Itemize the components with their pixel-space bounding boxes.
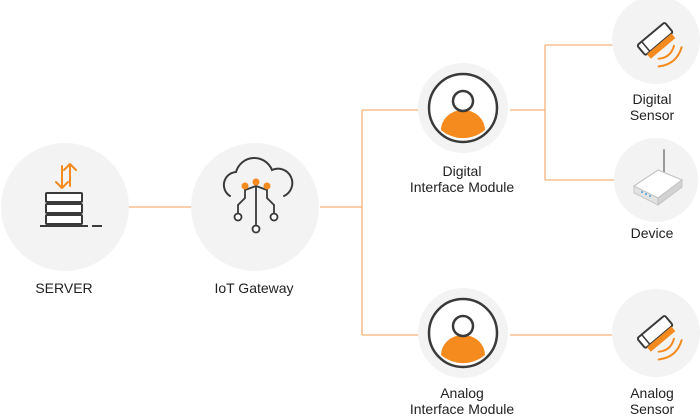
digital-sensor-node: [612, 0, 700, 84]
analog-module-label: Analog Interface Module: [392, 385, 532, 417]
connectors: [128, 44, 618, 336]
sensor-icon: [636, 315, 683, 361]
user-icon: [427, 297, 499, 369]
gateway-circle: [191, 143, 319, 271]
gateway-node: [191, 143, 319, 271]
sensor-icon: [636, 22, 683, 68]
digital-module-node: [418, 63, 508, 153]
server-node: [1, 143, 129, 271]
analog-sensor-label: Analog Sensor: [612, 385, 692, 417]
digital-sensor-label: Digital Sensor: [612, 91, 692, 123]
device-label: Device: [630, 225, 674, 241]
router-icon: [632, 149, 684, 206]
gateway-label: IoT Gateway: [214, 280, 294, 296]
analog-module-node: [418, 288, 508, 378]
digital-module-label-line2: Interface Module: [409, 179, 515, 195]
analog-sensor-node: [612, 289, 700, 377]
analog-module-label-line1: Analog: [440, 385, 484, 401]
digital-sensor-label-line2: Sensor: [629, 107, 675, 123]
analog-sensor-label-line2: Sensor: [629, 401, 675, 417]
analog-module-label-line2: Interface Module: [409, 401, 515, 417]
user-icon: [427, 72, 499, 144]
device-node: [614, 138, 698, 222]
cloud-circuit-icon: [222, 157, 294, 234]
server-label: SERVER: [35, 280, 93, 296]
analog-sensor-label-line1: Analog: [630, 385, 674, 401]
digital-module-label: Digital Interface Module: [392, 163, 532, 195]
digital-sensor-label-line1: Digital: [632, 91, 672, 107]
server-icon: [40, 163, 102, 227]
digital-module-label-line1: Digital: [442, 163, 482, 179]
